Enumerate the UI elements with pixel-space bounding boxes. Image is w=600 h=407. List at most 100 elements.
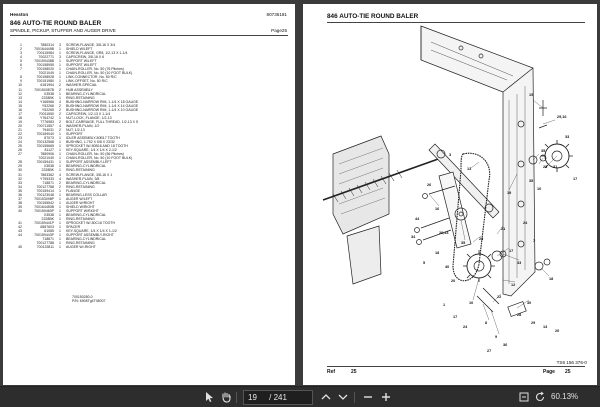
part-number-cell: X3538: [43, 212, 54, 217]
ref-cell: 20: [18, 123, 22, 128]
part-number-cell: 700159460P: [34, 208, 54, 213]
doc-number: 80736181: [266, 12, 287, 17]
ref-cell: 15: [18, 103, 22, 108]
footer-line: 700150280-0: [72, 295, 93, 299]
part-number-cell: 2228BK: [41, 168, 54, 173]
description-cell: RING-RETAINING: [66, 241, 95, 246]
ref-cell: 18: [18, 115, 22, 120]
part-number-cell: 7776983: [40, 119, 54, 124]
part-number-cell: 718871: [42, 180, 54, 185]
left-page[interactable]: Hesston 80736181 846 AUTO-TIE ROUND BALE…: [3, 4, 295, 385]
ref-cell: 26: [18, 148, 22, 153]
callout-number: 27: [487, 349, 492, 353]
ref-cell: 13: [18, 95, 22, 100]
qty-cell: 1: [59, 148, 61, 153]
description-cell: RING-RETAINING: [66, 184, 95, 189]
part-number-cell: Y52266: [41, 103, 54, 108]
title-underline: [327, 22, 585, 23]
ref-cell: 24: [18, 140, 22, 145]
callout-number: 26: [427, 183, 432, 187]
description-cell: SPROCKET W/-50C16 TOOTH: [66, 221, 116, 226]
callout-number: 23: [479, 237, 484, 241]
description-cell: WASHER-PLAIN, 1/2: [66, 123, 100, 128]
part-number-cell: 81127: [44, 148, 54, 153]
ref-cell: 8: [20, 75, 22, 80]
qty-cell: 2: [59, 127, 61, 132]
zoom-level[interactable]: 60.13%: [551, 392, 579, 401]
callout-number: 24: [523, 221, 528, 225]
description-cell: NUT-LOCK, FLANGE, 1/2-13: [66, 115, 112, 120]
part-number-cell: 700164450B: [34, 204, 54, 209]
cursor-icon[interactable]: [203, 391, 215, 403]
ref-cell: 44: [18, 233, 22, 238]
ref-cell: 21: [18, 127, 22, 132]
ref-cell: 5: [20, 59, 22, 64]
qty-cell: 2: [59, 107, 61, 112]
part-number-cell: 700155542: [36, 200, 54, 205]
callout-number: 17: [453, 315, 458, 319]
qty-cell: 1: [59, 152, 61, 157]
part-number-cell: 70022771: [38, 55, 54, 60]
right-page[interactable]: 846 AUTO-TIE ROUND BALER: [303, 4, 597, 385]
ref-cell: 40: [18, 208, 22, 213]
description-cell: KEY-SQUARE, 1/4 X 1/4 X 1-1/2: [66, 229, 117, 234]
qty-cell: 1: [59, 136, 61, 141]
callout-number: 7: [533, 239, 536, 243]
part-number-cell: 700158928: [36, 75, 54, 80]
page-title: 846 AUTO-TIE ROUND BALER: [10, 20, 102, 27]
zoom-in-icon[interactable]: [380, 391, 392, 403]
description-cell: BEARING-CYLINDRICAL: [66, 212, 107, 217]
callout-number: 18: [435, 251, 440, 255]
part-number-cell: 718871: [42, 237, 54, 242]
ref-cell: 16: [18, 107, 22, 112]
callout-number: 17: [573, 177, 578, 181]
hand-icon[interactable]: [220, 391, 232, 403]
qty-cell: 1: [59, 91, 61, 96]
page-number-input[interactable]: 19 / 241: [243, 390, 313, 405]
ref-cell: 10: [18, 83, 22, 88]
qty-cell: 4: [59, 176, 61, 181]
ref-cell: 23: [18, 136, 22, 141]
description-cell: SUPPORT W/RIGHT: [66, 208, 99, 213]
ref-cell: 37: [18, 196, 22, 201]
rotate-icon[interactable]: [534, 391, 546, 403]
description-cell: SHIELD W/LEFT: [66, 47, 93, 52]
figure-code: TS6 156 376-0: [556, 360, 587, 365]
qty-cell: 1: [59, 164, 61, 169]
ref-cell: 34: [18, 184, 22, 189]
description-cell: WASHER-SPECIAL: [66, 83, 98, 88]
part-number-cell: 7880314: [40, 43, 54, 47]
ref-cell: 6: [20, 63, 22, 68]
prev-page-icon[interactable]: [320, 391, 332, 403]
next-page-icon[interactable]: [337, 391, 349, 403]
description-cell: CHAIN-ROLLER, No. 50 (10 FOOT BULK): [66, 156, 133, 161]
qty-cell: 1: [59, 132, 61, 137]
qty-cell: 1: [59, 217, 61, 222]
footer-divider: [327, 366, 585, 367]
qty-cell: 2: [59, 184, 61, 189]
ref-cell: 14: [18, 99, 22, 104]
description-cell: BUSHING-NARROW RIM, 1-1/4 X 18 GAUGE: [66, 99, 139, 104]
description-cell: SPROCKET W/-50B16 AND 18 TOOTH: [66, 144, 128, 149]
qty-cell: 1: [59, 192, 61, 197]
fit-icon[interactable]: [518, 391, 530, 403]
zoom-out-icon[interactable]: [362, 391, 374, 403]
callout-number: 13: [467, 167, 472, 171]
description-cell: FLANGE: [66, 188, 81, 193]
ref-cell: 1: [20, 43, 22, 47]
ref-cell: 36: [18, 192, 22, 197]
part-number-cell: 700127788: [36, 241, 54, 246]
qty-cell: 1: [59, 237, 61, 242]
part-number-cell: 700127788: [36, 184, 54, 189]
part-number-cell: 700153098P: [34, 196, 54, 201]
